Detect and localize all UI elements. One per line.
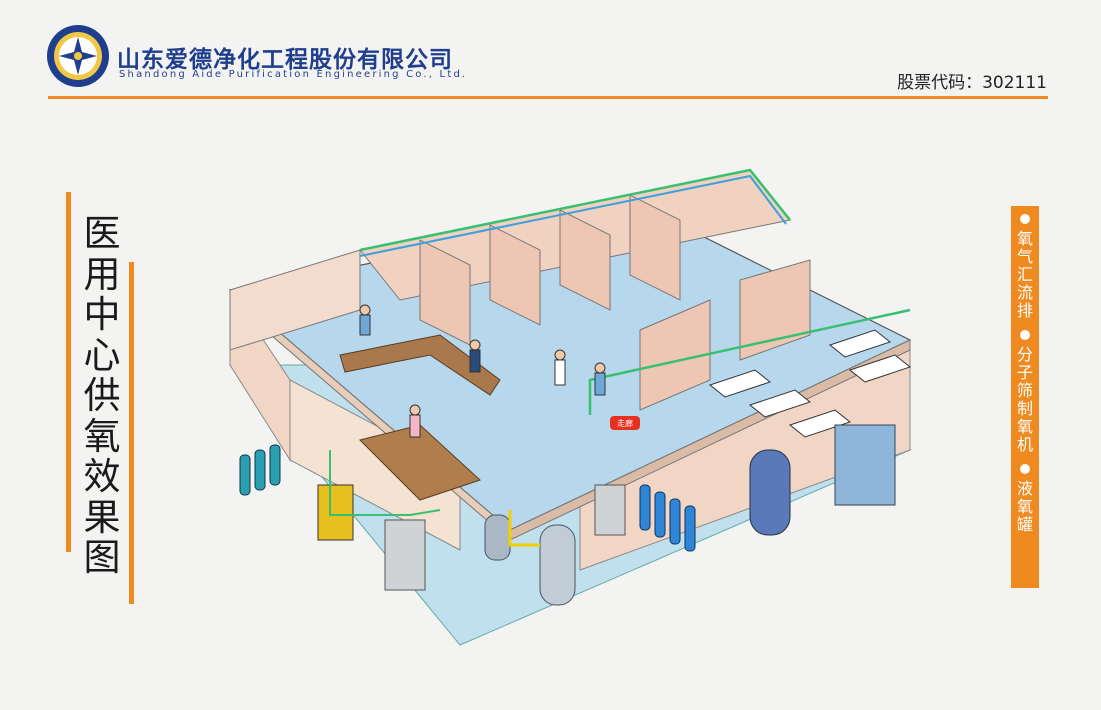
hospital-beds — [708, 329, 912, 438]
molecular-sieve-oxygen-generator — [834, 424, 896, 506]
nurse-station-counter — [339, 334, 501, 396]
stock-code: 股票代码：302111 — [897, 73, 1047, 93]
reception-desk — [359, 424, 481, 501]
oxygen-pipeline — [329, 450, 441, 516]
legend-item: 氧气汇流排 — [1016, 229, 1033, 320]
staff-figures — [359, 304, 606, 438]
control-cabinet — [384, 519, 426, 591]
control-cabinet — [594, 484, 626, 536]
oxygen-cylinder-bank — [239, 444, 281, 496]
oxygen-pipeline — [588, 308, 911, 415]
corridor-label: 走廊 — [617, 418, 633, 428]
legend-bullet — [1020, 464, 1030, 474]
header: 山东爱德净化工程股份有限公司 Shandong Aide Purificatio… — [0, 0, 1101, 100]
legend-item: 分子筛制氧机 — [1016, 345, 1033, 454]
legend-item: 液氧罐 — [1016, 479, 1033, 534]
company-name-en: Shandong Aide Purification Engineering C… — [119, 69, 468, 80]
title-accent-bar — [129, 262, 134, 604]
corridor-label-box — [610, 416, 640, 430]
legend-bullet — [1020, 214, 1030, 224]
header-divider — [48, 96, 1048, 99]
air-compressor — [317, 484, 354, 541]
legend-panel: 氧气汇流排 分子筛制氧机 液氧罐 — [1011, 206, 1039, 588]
oxygen-pipeline — [359, 174, 787, 257]
legend-bullet — [1020, 330, 1030, 340]
page-title: 医用中心供氧效果图 — [83, 212, 121, 579]
title-accent-bar — [66, 192, 71, 552]
liquid-oxygen-tank — [749, 449, 791, 536]
company-logo — [47, 25, 109, 87]
oxygen-pipeline — [508, 510, 540, 547]
liquid-oxygen-tank — [539, 524, 576, 606]
oxygen-pipeline — [359, 168, 791, 252]
oxygen-cylinder-bank — [639, 484, 696, 552]
buffer-tank — [484, 514, 511, 561]
company-name-cn: 山东爱德净化工程股份有限公司 — [117, 47, 453, 73]
oxygen-supply-isometric-diagram: 走廊 — [228, 168, 912, 646]
